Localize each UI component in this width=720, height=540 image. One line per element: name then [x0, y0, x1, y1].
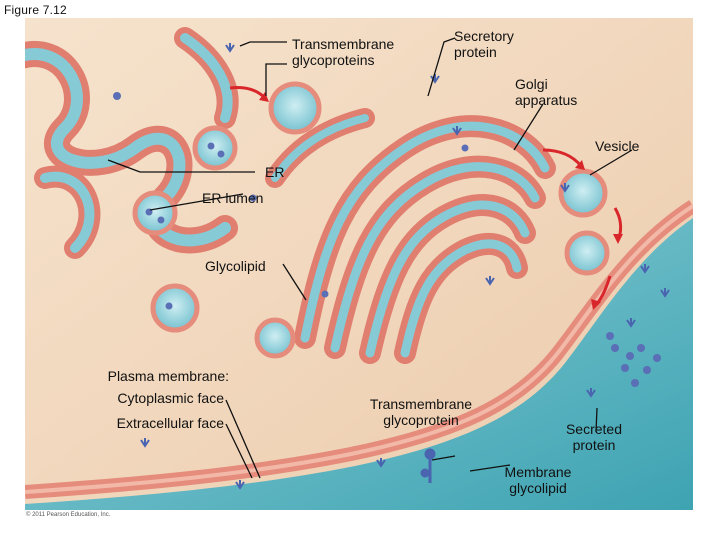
golgi-stack [265, 108, 556, 364]
copyright-text: © 2011 Pearson Education, Inc. [26, 512, 111, 518]
glycoprotein-markers [140, 43, 670, 490]
label-transmembrane-glycoproteins: Transmembrane glycoproteins [292, 36, 395, 68]
label-glycolipid: Glycolipid [205, 258, 266, 274]
label-membrane-glycolipid: Membrane glycolipid [504, 464, 572, 496]
protein-dots [113, 92, 661, 387]
label-extracellular-face: Extracellular face [116, 415, 224, 431]
label-secreted-protein: Secreted protein [565, 421, 623, 453]
label-golgi-apparatus: Golgi apparatus [515, 76, 578, 108]
label-secretory-protein: Secretory protein [454, 28, 514, 60]
label-er: ER [265, 164, 285, 180]
extracellular-space [25, 218, 693, 510]
cell-illustration [25, 18, 693, 510]
membrane-glycoprotein [420, 448, 436, 483]
figure-label: Figure 7.12 [4, 3, 67, 17]
label-er-lumen: ER lumen [202, 190, 264, 206]
label-cytoplasmic-face: Cytoplasmic face [117, 390, 224, 406]
label-vesicle: Vesicle [595, 138, 640, 154]
label-transmembrane-glycoprotein: Transmembrane glycoprotein [369, 396, 473, 428]
label-plasma-membrane: Plasma membrane: [107, 368, 229, 384]
vesicles [132, 81, 610, 359]
